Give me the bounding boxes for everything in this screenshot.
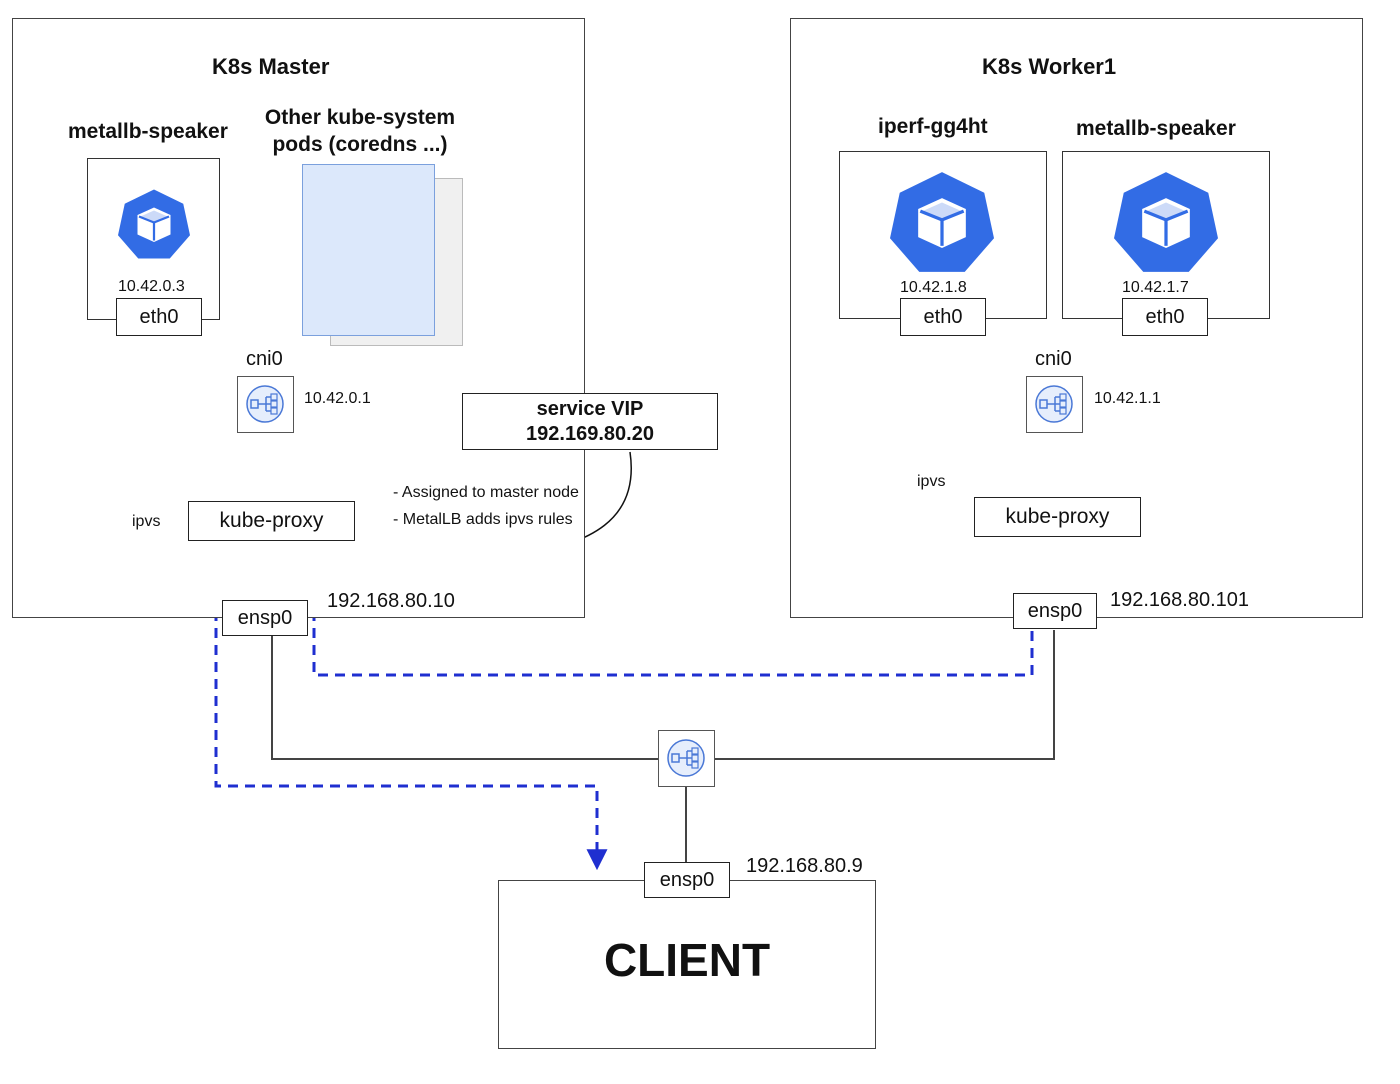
worker-speaker-label: metallb-speaker (1076, 117, 1236, 140)
worker-title: K8s Worker1 (982, 54, 1117, 79)
kubernetes-pod-icon (886, 170, 998, 274)
network-bridge-icon[interactable] (237, 376, 294, 433)
worker-cni-ip: 10.42.1.1 (1094, 390, 1161, 407)
worker-to-switch-link (714, 630, 1055, 760)
service-vip-title: service VIP (536, 398, 644, 420)
worker-ensp0[interactable]: ensp0 (1013, 593, 1097, 629)
worker-iperf-label: iperf-gg4ht (878, 115, 988, 138)
service-vip-box[interactable]: service VIP 192.169.80.20 (462, 393, 718, 450)
master-to-switch-link (271, 634, 658, 760)
client-title: CLIENT (603, 934, 771, 986)
worker-ipvs-label: ipvs (917, 473, 946, 490)
worker-iperf-eth0[interactable]: eth0 (900, 298, 986, 336)
client-ensp0[interactable]: ensp0 (644, 862, 730, 898)
service-vip-address: 192.169.80.20 (526, 423, 654, 445)
master-speaker-label: metallb-speaker (68, 120, 228, 143)
master-speaker-ip: 10.42.0.3 (118, 278, 185, 295)
vip-note-2: - MetalLB adds ipvs rules (393, 511, 573, 528)
kubernetes-pod-icon (1110, 170, 1222, 274)
master-node-ip: 192.168.80.10 (327, 590, 455, 612)
master-other-pods-label: Other kube-system pods (coredns ...) (264, 106, 456, 156)
client-box[interactable] (498, 880, 876, 1049)
network-bridge-icon[interactable] (1026, 376, 1083, 433)
worker-kube-proxy[interactable]: kube-proxy (974, 497, 1141, 537)
client-ip: 192.168.80.9 (746, 855, 863, 877)
master-cni-label: cni0 (246, 348, 283, 370)
master-ipvs-label: ipvs (132, 513, 161, 530)
master-ensp0[interactable]: ensp0 (222, 600, 308, 636)
vip-note-1: - Assigned to master node (393, 484, 579, 501)
network-switch-icon[interactable] (658, 730, 715, 787)
master-speaker-eth0[interactable]: eth0 (116, 298, 202, 336)
flow-master-client (205, 555, 608, 871)
master-kube-proxy[interactable]: kube-proxy (188, 501, 355, 541)
worker-cni-label: cni0 (1035, 348, 1072, 370)
master-other-pods-front-card (302, 164, 435, 336)
master-title: K8s Master (212, 54, 330, 79)
master-cni-ip: 10.42.0.1 (304, 390, 371, 407)
worker-iperf-ip: 10.42.1.8 (900, 279, 967, 296)
worker-node-ip: 192.168.80.101 (1110, 589, 1250, 611)
worker-speaker-eth0[interactable]: eth0 (1122, 298, 1208, 336)
kubernetes-pod-icon (115, 188, 193, 260)
worker-speaker-ip: 10.42.1.7 (1122, 279, 1189, 296)
